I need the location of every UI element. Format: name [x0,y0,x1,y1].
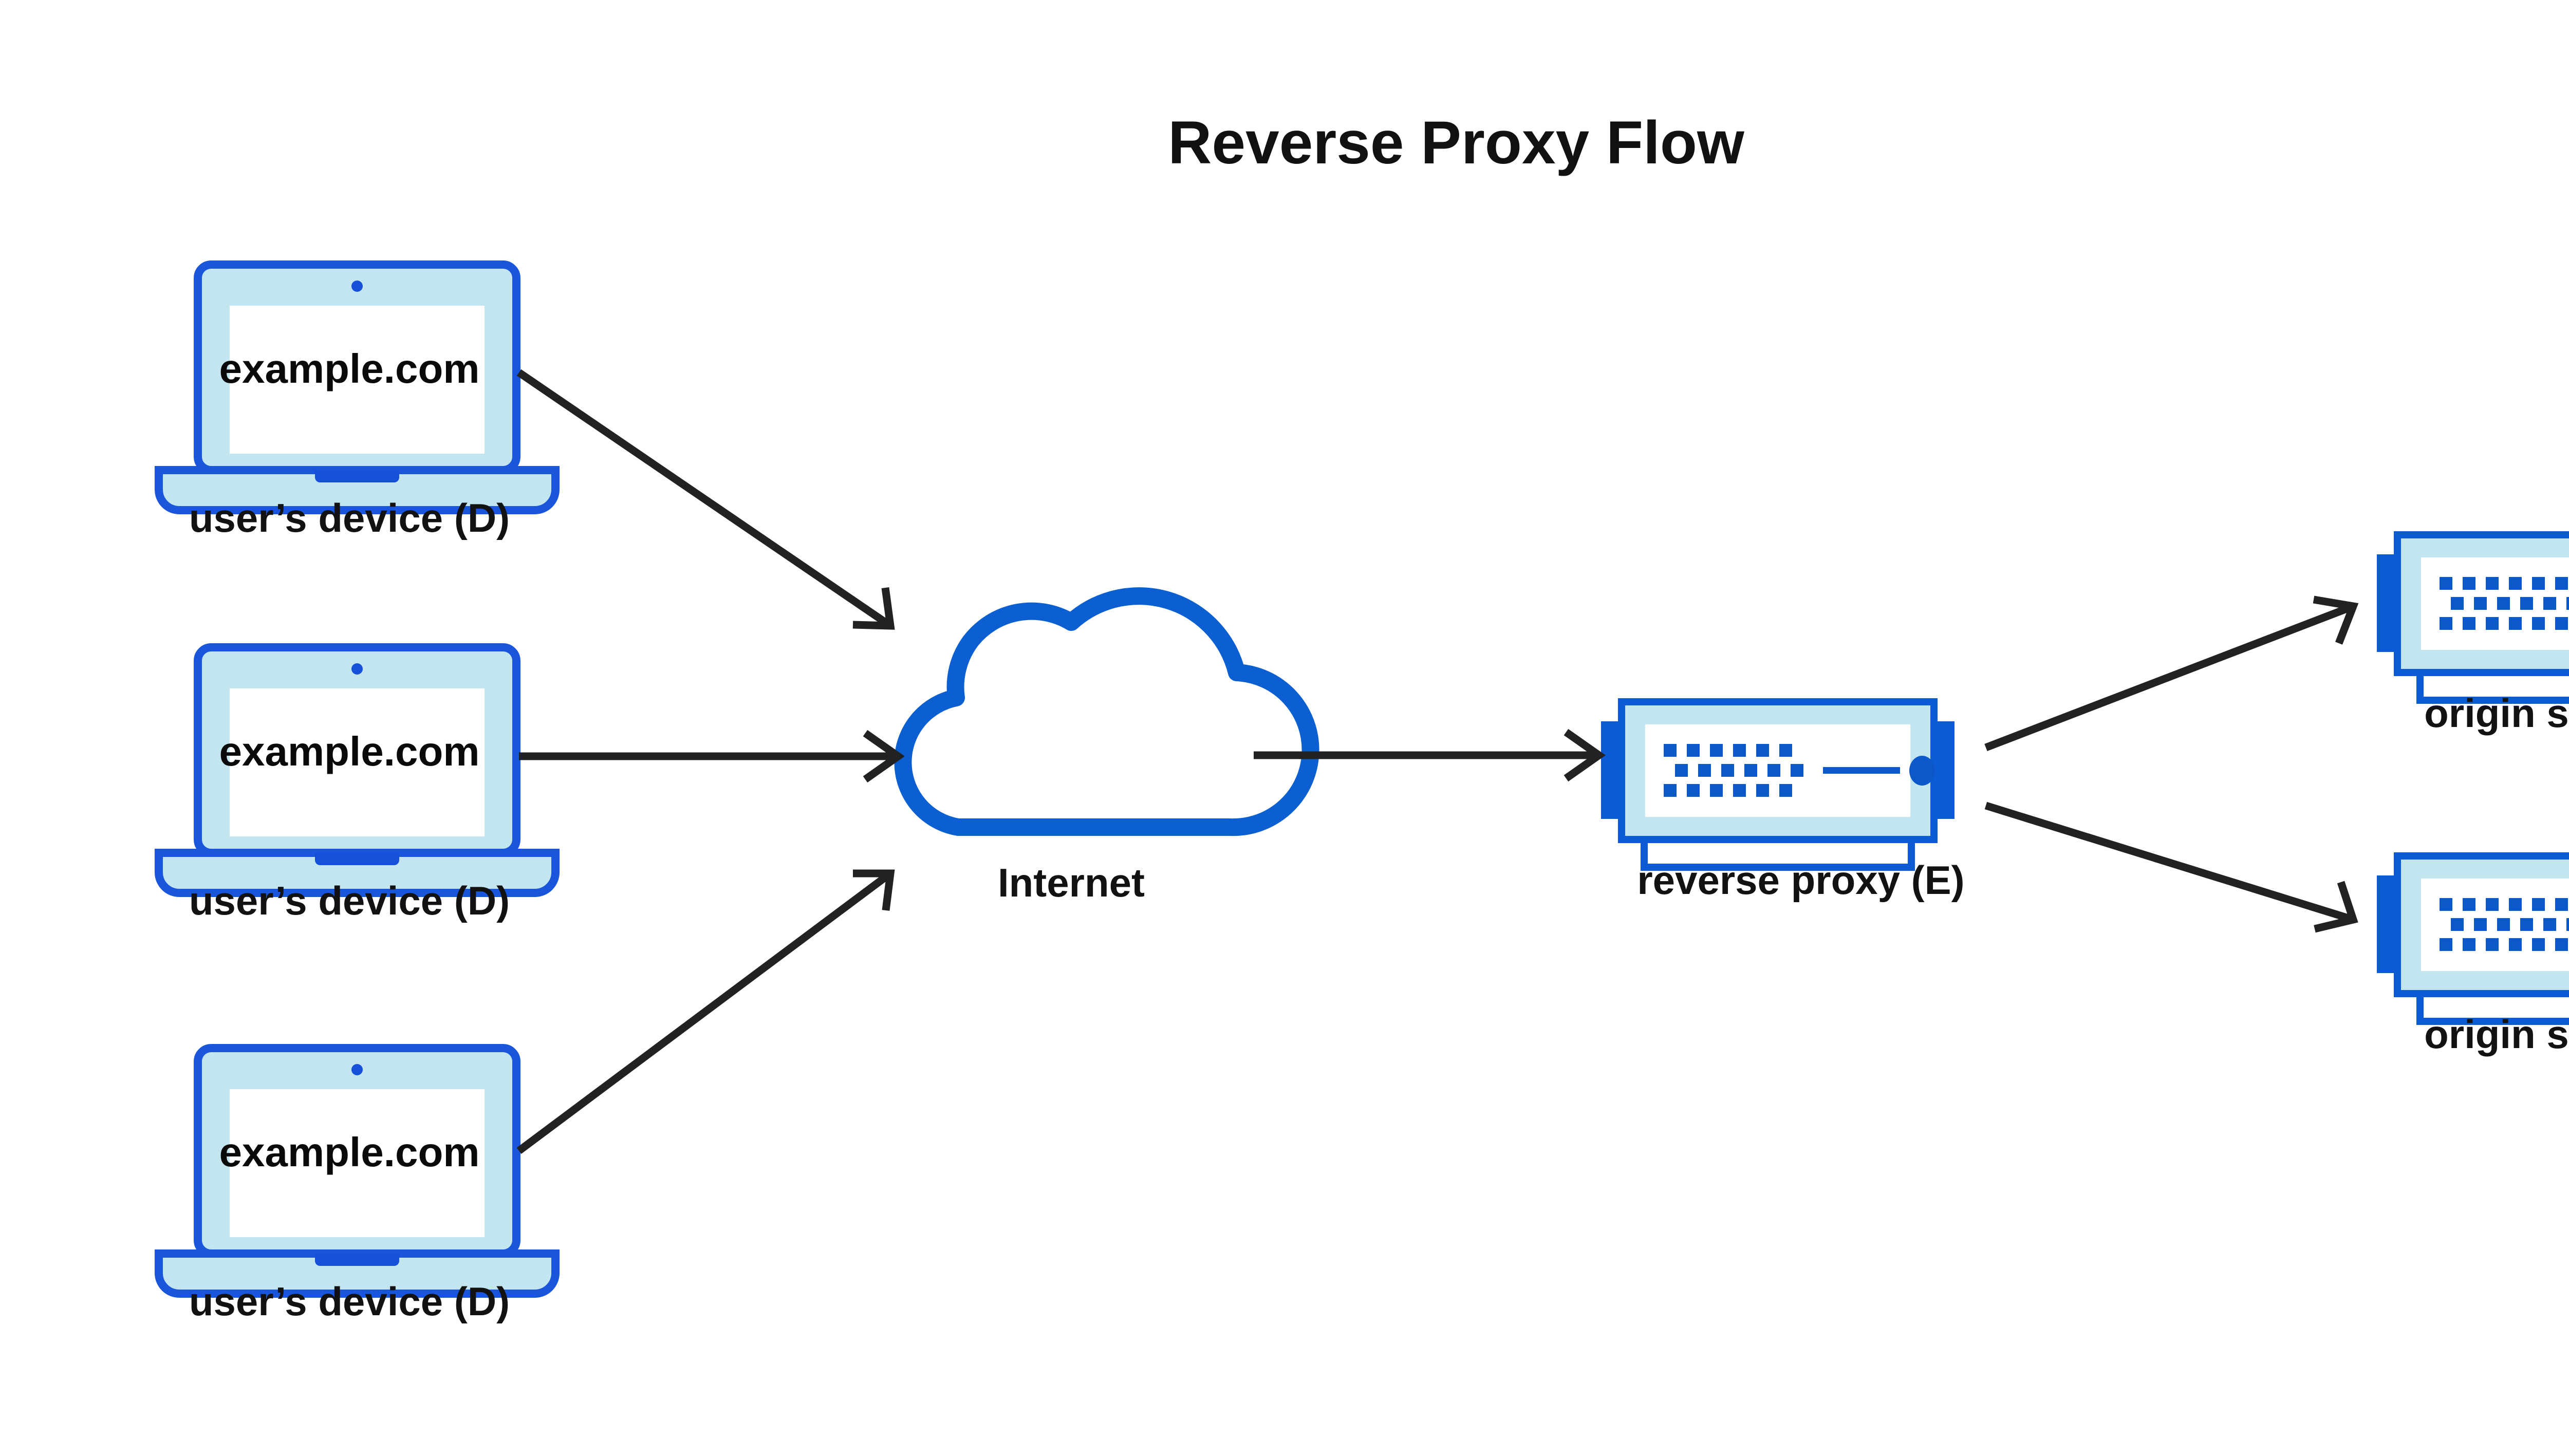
page-title: Reverse Proxy Flow [1168,109,1745,177]
edge-client2-internet [519,730,905,783]
node-client-2[interactable]: example.com user’s device (D) [159,647,555,923]
node-origin-2[interactable]: origin server (F) [2377,856,2569,1057]
edge-internet-proxy [1254,729,1606,782]
node-origin-1[interactable]: origin server (F) [2377,535,2569,736]
client-screen-text: example.com [219,1129,480,1175]
edge-proxy-origin1 [1984,595,2359,752]
client-screen-text: example.com [219,729,480,774]
node-client-3[interactable]: example.com user’s device (D) [159,1048,555,1324]
node-label-client-1: user’s device (D) [189,495,510,540]
node-label-internet: Internet [998,860,1145,905]
node-label-origin-1: origin server (F) [2424,690,2569,736]
cloud-icon [894,587,1319,836]
node-label-reverse-proxy: reverse proxy (E) [1637,857,1964,903]
node-label-client-3: user’s device (D) [189,1279,510,1324]
node-label-origin-2: origin server (F) [2424,1012,2569,1057]
edge-client3-internet [516,869,895,1154]
edge-client1-internet [516,369,895,630]
client-screen-text: example.com [219,346,480,391]
node-internet-cloud[interactable]: Internet [894,587,1319,905]
node-client-1[interactable]: example.com user’s device (D) [159,265,555,540]
node-reverse-proxy[interactable]: reverse proxy (E) [1601,702,1965,903]
node-label-client-2: user’s device (D) [189,878,510,923]
edge-proxy-origin2 [1984,801,2358,933]
